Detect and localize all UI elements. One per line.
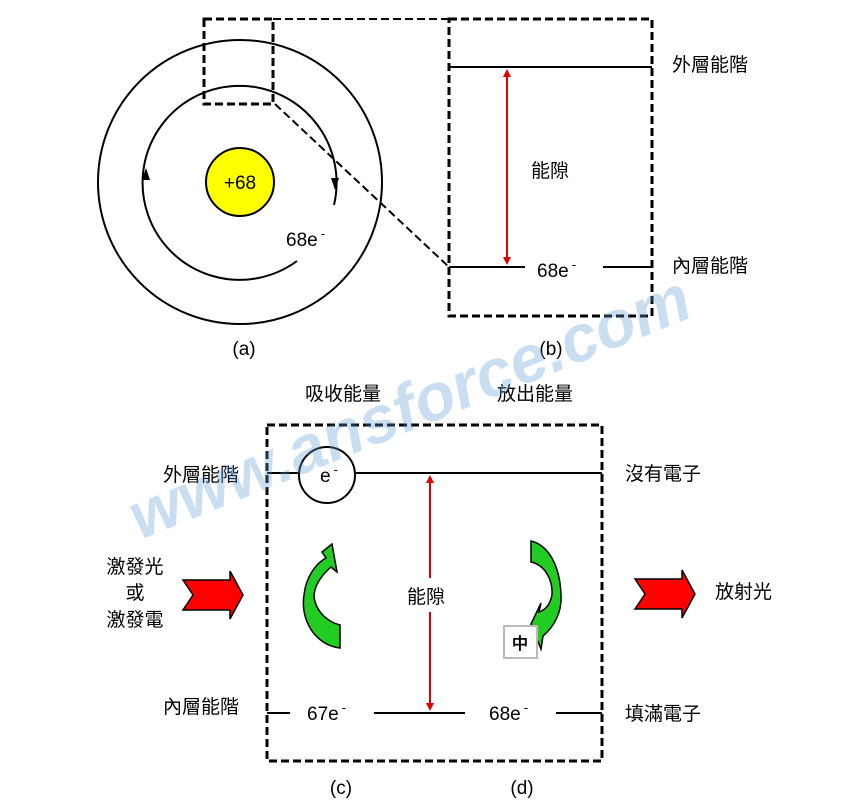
- gap-label: 能隙: [407, 586, 445, 608]
- emit-curve-arrow-icon: [530, 540, 562, 652]
- watermark: www.ansforce.com: [118, 260, 701, 553]
- electron-count-label: 68e-: [286, 226, 325, 251]
- electron-count-label: 68e-: [537, 257, 576, 282]
- ime-badge-label: 中: [512, 634, 528, 653]
- outer-level-label: 外層能階: [672, 54, 748, 76]
- excitation-arrow-icon: [181, 570, 244, 620]
- gap-label-bg: [405, 578, 455, 612]
- caption-b: (b): [539, 339, 562, 360]
- filled-electron-label: 填滿電子: [625, 703, 701, 725]
- inner-level-label: 內層能階: [672, 255, 748, 277]
- orbit-arrow-down-icon: [331, 178, 339, 190]
- inner-orbit: [141, 84, 338, 281]
- panel-b-levels: 能隙 68e- 外層能階 內層能階 (b): [447, 17, 748, 360]
- nucleus-label: +68: [224, 173, 256, 194]
- excited-electron: [298, 446, 356, 504]
- caption-c: (c): [330, 778, 352, 799]
- no-electron-label: 沒有電子: [625, 463, 701, 485]
- ime-badge[interactable]: [503, 625, 538, 659]
- panel-b-box: [447, 17, 654, 318]
- inner-level-label: 內層能階: [163, 696, 239, 718]
- zoom-connector-diagonal: [274, 103, 450, 268]
- nucleus: [205, 147, 275, 217]
- electron-label: e-: [320, 462, 338, 487]
- zoom-region-box: [202, 17, 275, 106]
- excitation-line-2: 或: [125, 582, 144, 604]
- caption-a: (a): [232, 339, 255, 360]
- absorb-curve-arrow-icon: [302, 542, 341, 649]
- excitation-line-3: 激發電: [106, 609, 163, 631]
- orbit-arrow-up-icon: [142, 168, 150, 180]
- absorb-energy-label: 吸收能量: [305, 383, 381, 405]
- right-electron-count: 68e-: [489, 700, 528, 725]
- emission-label: 放射光: [715, 581, 772, 603]
- emission-arrow-icon: [633, 569, 696, 619]
- caption-d: (d): [510, 778, 533, 799]
- outer-orbit: [97, 39, 383, 325]
- outer-level-label: 外層能階: [163, 464, 239, 486]
- excitation-line-1: 激發光: [106, 556, 163, 578]
- panel-cd-transition: 吸收能量 放出能量 e- 能隙 67e- 68e- 外層能階 內層能階 激發光 …: [106, 383, 772, 799]
- panel-a-atom: +68 68e- (a): [97, 17, 383, 360]
- left-electron-count: 67e-: [307, 700, 346, 725]
- gap-label: 能隙: [531, 160, 569, 182]
- emit-energy-label: 放出能量: [497, 383, 573, 405]
